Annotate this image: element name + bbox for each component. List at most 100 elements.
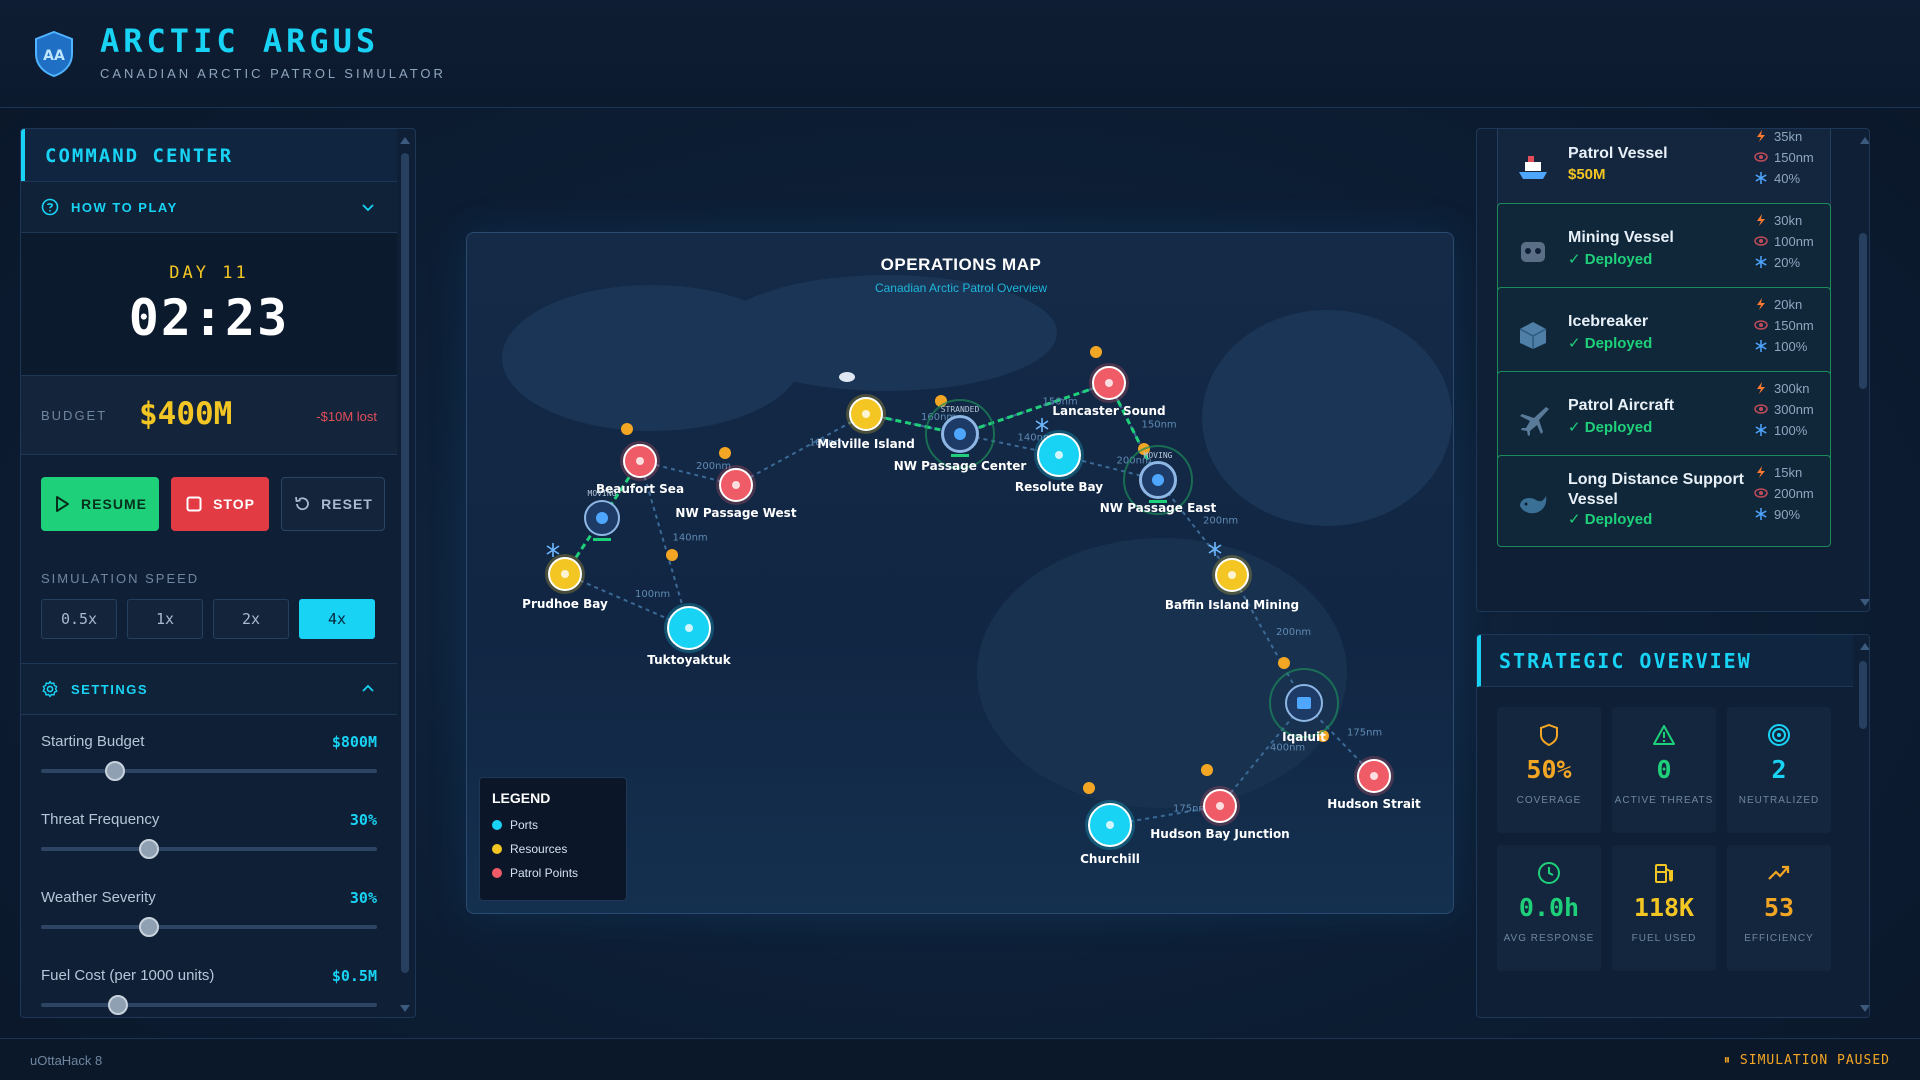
scroll-down-arrow[interactable] xyxy=(1860,1005,1869,1012)
map-node-hudson-strait[interactable]: Hudson Strait xyxy=(1327,756,1421,811)
sun-icon xyxy=(666,549,678,561)
resume-button[interactable]: RESUME xyxy=(41,477,159,531)
stat-value: 15kn xyxy=(1774,465,1803,480)
clock-icon xyxy=(1538,862,1560,884)
map-node-resolute-bay[interactable]: Resolute Bay xyxy=(1015,430,1103,494)
sun-icon xyxy=(1090,346,1102,358)
range-icon xyxy=(1754,152,1768,162)
speed-2x-button[interactable]: 2x xyxy=(213,599,289,639)
unit-health-bar xyxy=(951,454,969,457)
sim-clock: DAY 11 02:23 xyxy=(21,233,397,375)
sun-icon xyxy=(719,447,731,459)
asset-stat-speed: 30kn xyxy=(1754,210,1832,231)
route-distance: 140nm xyxy=(1018,433,1053,444)
app-title: ARCTIC ARGUS xyxy=(100,22,380,60)
legend-label: Ports xyxy=(510,818,539,832)
slider-thumb[interactable] xyxy=(138,839,159,859)
snowflake-icon xyxy=(1755,340,1767,352)
fuel-icon xyxy=(1655,864,1673,883)
slider-track[interactable] xyxy=(41,925,377,929)
node-label: Prudhoe Bay xyxy=(522,597,608,611)
node-label: Lancaster Sound xyxy=(1052,404,1165,418)
assets-scrollbar-thumb[interactable] xyxy=(1859,233,1867,389)
port-icon xyxy=(1055,451,1063,459)
unit-icon xyxy=(1297,697,1311,709)
resource-icon xyxy=(561,570,569,578)
unit-marker[interactable]: MOVING xyxy=(584,489,620,541)
node-label: Baffin Island Mining xyxy=(1165,598,1299,612)
metric-coverage: 50%COVERAGE xyxy=(1497,707,1601,833)
unit-marker[interactable]: MOVING xyxy=(1140,451,1176,503)
map-node-nw-passage-west[interactable]: NW Passage West xyxy=(675,465,797,520)
slider-track[interactable] xyxy=(41,769,377,773)
robot-icon xyxy=(1521,242,1545,262)
stat-value: 100% xyxy=(1774,339,1808,354)
left-scrollbar-thumb[interactable] xyxy=(401,153,409,973)
slider-thumb[interactable] xyxy=(138,917,159,937)
stop-button[interactable]: STOP xyxy=(171,477,269,531)
metric-label: EFFICIENCY xyxy=(1744,933,1814,944)
slider-thumb[interactable] xyxy=(104,761,125,781)
asset-stat-range: 150nm xyxy=(1754,147,1832,168)
node-label: Melville Island xyxy=(817,437,915,451)
speed-0.5x-button[interactable]: 0.5x xyxy=(41,599,117,639)
snowflake-icon xyxy=(1755,256,1767,268)
help-circle-icon xyxy=(41,198,59,216)
map-node-prudhoe-bay[interactable]: Prudhoe Bay xyxy=(522,554,608,611)
stop-label: STOP xyxy=(213,496,255,512)
stat-value: 100nm xyxy=(1774,234,1814,249)
budget-lost: -$10M lost xyxy=(316,409,377,424)
scroll-down-arrow[interactable] xyxy=(400,1005,410,1012)
landmass xyxy=(977,538,1347,808)
map-node-baffin-island-mining[interactable]: Baffin Island Mining xyxy=(1165,555,1299,612)
map-node-beaufort-sea[interactable]: Beaufort Sea xyxy=(596,441,684,496)
asset-stat-ice: 100% xyxy=(1754,420,1832,441)
slider-track[interactable] xyxy=(41,847,377,851)
scroll-up-arrow[interactable] xyxy=(400,137,410,144)
setting-label: Starting Budget xyxy=(41,733,145,750)
setting-value: $800M xyxy=(331,733,377,751)
route-distance: 200nm xyxy=(1117,456,1152,467)
stop-icon xyxy=(186,496,202,512)
reset-button[interactable]: RESET xyxy=(281,477,385,531)
map-node-tuktoyaktuk[interactable]: Tuktoyaktuk xyxy=(647,603,732,667)
speed-1x-button[interactable]: 1x xyxy=(127,599,203,639)
map-node-lancaster-sound[interactable]: Lancaster Sound xyxy=(1052,363,1166,418)
map-node-hudson-bay-junction[interactable]: Hudson Bay Junction xyxy=(1150,786,1290,841)
speed-4x-button[interactable]: 4x xyxy=(299,599,375,639)
slider-thumb[interactable] xyxy=(108,995,129,1015)
snowflake-icon xyxy=(1755,508,1767,520)
setting-value: 30% xyxy=(349,811,377,829)
map-node-melville-island[interactable]: Melville Island xyxy=(817,394,915,451)
route-distance: 100nm xyxy=(635,589,670,600)
settings-toggle[interactable]: SETTINGS xyxy=(21,663,397,715)
warning-icon xyxy=(1653,725,1675,745)
slider-track[interactable] xyxy=(41,1003,377,1007)
map-node-churchill[interactable]: Churchill xyxy=(1080,800,1140,866)
patrol-icon xyxy=(1370,772,1378,780)
cloud-icon xyxy=(839,372,855,382)
metric-value: 53 xyxy=(1763,893,1795,922)
scroll-down-arrow[interactable] xyxy=(1860,599,1869,606)
range-icon xyxy=(1754,236,1768,246)
asset-stat-range: 100nm xyxy=(1754,231,1832,252)
route-line xyxy=(1109,805,1221,826)
map-canvas[interactable]: 200nm180nm160nm140nm150nm200nm150nm100nm… xyxy=(467,233,1454,914)
map-node-iqaluit[interactable]: Iqaluit xyxy=(1269,668,1339,744)
asset-stat-range: 200nm xyxy=(1754,483,1832,504)
scroll-up-arrow[interactable] xyxy=(1860,643,1869,650)
unit-marker[interactable]: STRANDED xyxy=(941,405,980,457)
overview-scrollbar-thumb[interactable] xyxy=(1859,661,1867,729)
how-to-play-toggle[interactable]: HOW TO PLAY xyxy=(21,181,397,233)
scroll-up-arrow[interactable] xyxy=(1860,137,1869,144)
chevron-up-icon xyxy=(362,684,374,692)
route-line xyxy=(639,460,690,629)
